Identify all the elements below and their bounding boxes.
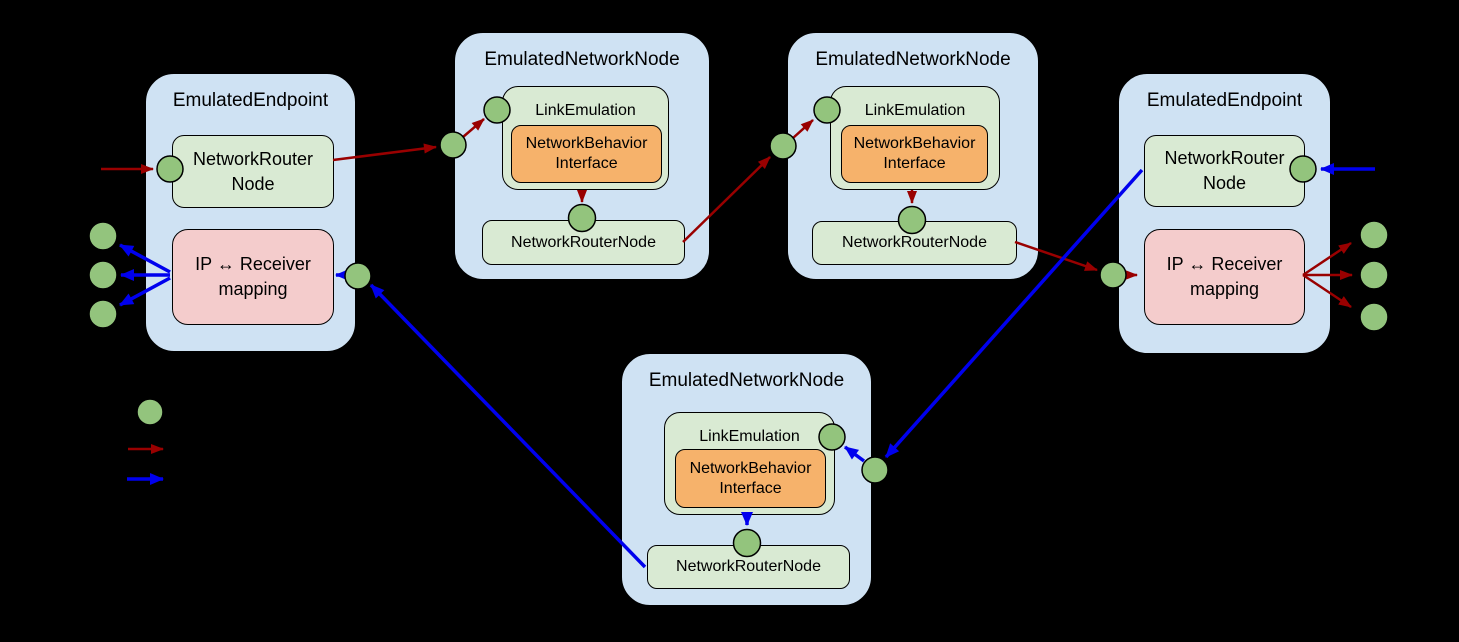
group-title: EmulatedNetworkNode xyxy=(484,49,680,70)
link-emulation-label: LinkEmulation xyxy=(535,102,636,119)
emulated-network-node-top-right: EmulatedNetworkNode LinkEmulation Networ… xyxy=(786,31,1040,281)
link-emulation-label: LinkEmulation xyxy=(699,428,800,445)
network-router-node-label: NetworkRouterNode xyxy=(676,558,821,575)
group-title: EmulatedEndpoint xyxy=(172,90,329,111)
emulated-network-node-top-left: EmulatedNetworkNode LinkEmulation Networ… xyxy=(453,31,711,281)
receive-arrow-router-c-to-left-endpoint xyxy=(369,283,647,569)
network-behavior-interface-box: NetworkBehavior Interface xyxy=(675,449,826,508)
ip-receiver-mapping-label: IP ↔ Receiver mapping xyxy=(1166,254,1283,299)
group-title: EmulatedNetworkNode xyxy=(648,370,845,391)
link-emulation-box: LinkEmulation NetworkBehavior Interface xyxy=(502,86,669,190)
network-behavior-interface-box: NetworkBehavior Interface xyxy=(841,125,988,183)
network-router-node-box: NetworkRouter Node xyxy=(1144,135,1305,207)
socket-circle xyxy=(88,221,118,251)
network-router-node-box: NetworkRouterNode xyxy=(647,545,850,589)
ip-receiver-mapping-box: IP ↔ Receiver mapping xyxy=(1144,229,1305,325)
ip-receiver-mapping-label: IP ↔ Receiver mapping xyxy=(195,254,311,299)
network-behavior-interface-box: NetworkBehavior Interface xyxy=(511,125,662,183)
ip-receiver-mapping-box: IP ↔ Receiver mapping xyxy=(172,229,334,325)
legend-socket-circle xyxy=(136,398,164,426)
socket-circle xyxy=(1359,302,1389,332)
emulated-endpoint-right: EmulatedEndpoint NetworkRouter Node IP ↔… xyxy=(1117,72,1332,355)
network-router-node-label: NetworkRouter Node xyxy=(1164,148,1285,193)
network-router-node-box: NetworkRouter Node xyxy=(172,135,334,208)
network-router-node-box: NetworkRouterNode xyxy=(482,220,685,265)
socket-circle xyxy=(1359,260,1389,290)
legend xyxy=(127,398,164,485)
group-title: EmulatedEndpoint xyxy=(1146,90,1303,111)
emulated-network-node-bottom: EmulatedNetworkNode LinkEmulation Networ… xyxy=(620,352,873,607)
network-router-node-label: NetworkRouterNode xyxy=(511,233,656,251)
network-router-node-box: NetworkRouterNode xyxy=(812,221,1017,265)
link-emulation-box: LinkEmulation NetworkBehavior Interface xyxy=(664,412,835,515)
group-title: EmulatedNetworkNode xyxy=(815,49,1011,70)
socket-circle xyxy=(88,299,118,329)
socket-circle xyxy=(88,260,118,290)
socket-circle xyxy=(1359,220,1389,250)
network-router-node-label: NetworkRouter Node xyxy=(192,148,314,194)
network-behavior-interface-label: NetworkBehavior Interface xyxy=(525,135,648,172)
network-router-node-label: NetworkRouterNode xyxy=(842,234,987,251)
network-behavior-interface-label: NetworkBehavior Interface xyxy=(853,135,976,172)
network-behavior-interface-label: NetworkBehavior Interface xyxy=(689,459,812,497)
link-emulation-box: LinkEmulation NetworkBehavior Interface xyxy=(830,86,1000,190)
link-emulation-label: LinkEmulation xyxy=(864,102,966,119)
emulated-endpoint-left: EmulatedEndpoint NetworkRouter Node IP ↔… xyxy=(144,72,357,353)
